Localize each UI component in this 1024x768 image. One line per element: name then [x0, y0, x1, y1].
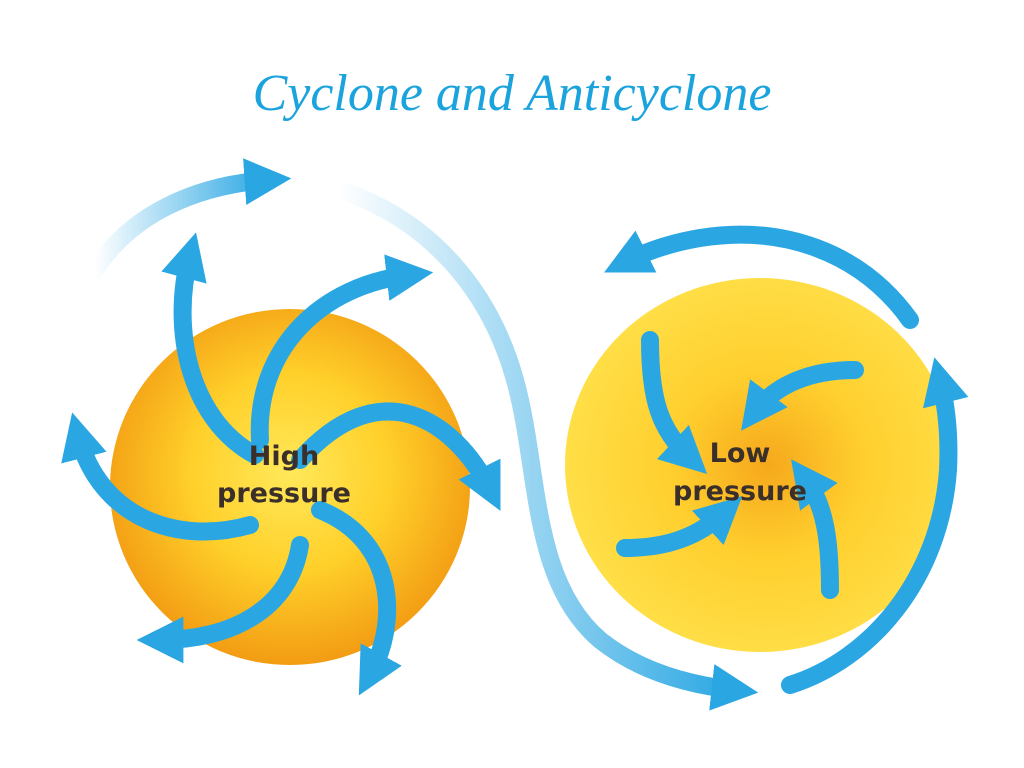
inflow-arrow-4	[616, 496, 743, 557]
inflow-arrow-3	[791, 459, 839, 599]
outflow-arrow-2	[250, 254, 434, 449]
slide-title: Cyclone and Anticyclone	[252, 65, 772, 122]
outer-arc-arrow-high	[86, 158, 292, 279]
high-pressure-label-line2: pressure	[217, 478, 351, 509]
s-curve-arrow	[331, 181, 759, 711]
outflow-arrow-4	[311, 501, 402, 696]
inflow-arrow-2	[741, 361, 864, 431]
high-pressure-label-line1: High	[249, 441, 319, 472]
inflow-arrow-1	[641, 331, 708, 474]
outer-arc-arrow-low-top	[604, 225, 919, 329]
low-pressure-label-line2: pressure	[673, 476, 807, 507]
outflow-arrow-6	[61, 412, 259, 541]
outer-arc-arrow-low-right	[781, 357, 969, 694]
outflow-arrow-1	[161, 232, 264, 464]
outflow-arrow-5	[136, 536, 309, 664]
low-pressure-label-line1: Low	[710, 438, 771, 469]
outflow-arrow-3	[291, 402, 501, 511]
